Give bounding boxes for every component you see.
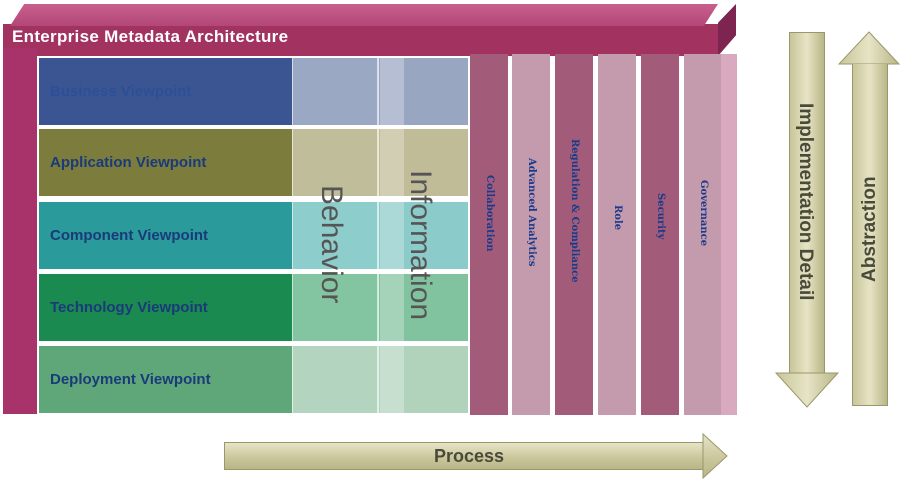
row-component-viewpoint: Component Viewpoint (39, 202, 292, 269)
stripe-governance (684, 54, 722, 415)
implementation-arrow-shaft (789, 32, 825, 379)
row-ext-component (292, 202, 468, 269)
row-deployment-viewpoint: Deployment Viewpoint (39, 346, 292, 413)
row-ext-business (292, 58, 468, 125)
information-label: Information (404, 170, 437, 321)
abstraction-arrow-head (838, 31, 900, 65)
row-business-viewpoint: Business Viewpoint (39, 58, 292, 125)
concern-label-governance: Governance (698, 180, 709, 247)
concern-label-collaboration: Collaboration (484, 175, 495, 252)
diagram-title: Enterprise Metadata Architecture (12, 27, 289, 46)
information-column-bevel (380, 56, 404, 415)
concern-label-regulation-compliance: Regulation & Compliance (569, 139, 580, 283)
row-technology-viewpoint: Technology Viewpoint (39, 274, 292, 341)
process-arrow-head (702, 433, 728, 479)
stripe-advanced-analytics (512, 54, 550, 415)
abstraction-arrow-shaft (852, 64, 888, 406)
implementation-detail-label: Implementation Detail (795, 103, 816, 301)
frame-top-end (718, 4, 736, 56)
row-ext-application (292, 129, 468, 196)
information-column (378, 56, 470, 415)
concern-label-role: Role (612, 205, 623, 231)
process-label: Process (434, 446, 505, 466)
stripe-security (641, 54, 679, 415)
frame-left-bar (3, 48, 37, 414)
stripe-collaboration (470, 54, 508, 415)
row-label: Application Viewpoint (50, 154, 207, 171)
row-label: Technology Viewpoint (50, 299, 208, 316)
stripe-end-face (721, 54, 737, 415)
concern-label-security: Security (655, 193, 666, 240)
row-label: Business Viewpoint (50, 83, 192, 100)
row-label: Deployment Viewpoint (50, 371, 211, 388)
frame-top-bar (3, 24, 718, 56)
stripe-role (598, 54, 636, 415)
stripe-regulation-compliance (555, 54, 593, 415)
behavior-column (292, 56, 378, 415)
row-ext-technology (292, 274, 468, 341)
process-arrow-shaft (224, 442, 705, 470)
abstraction-label: Abstraction (859, 176, 880, 282)
frame-top-face (10, 4, 718, 26)
row-application-viewpoint: Application Viewpoint (39, 129, 292, 196)
concern-label-advanced-analytics: Advanced Analytics (526, 158, 537, 267)
implementation-arrow-head (775, 372, 839, 408)
row-label: Component Viewpoint (50, 227, 209, 244)
row-ext-deployment (292, 346, 468, 413)
behavior-label: Behavior (315, 185, 348, 304)
